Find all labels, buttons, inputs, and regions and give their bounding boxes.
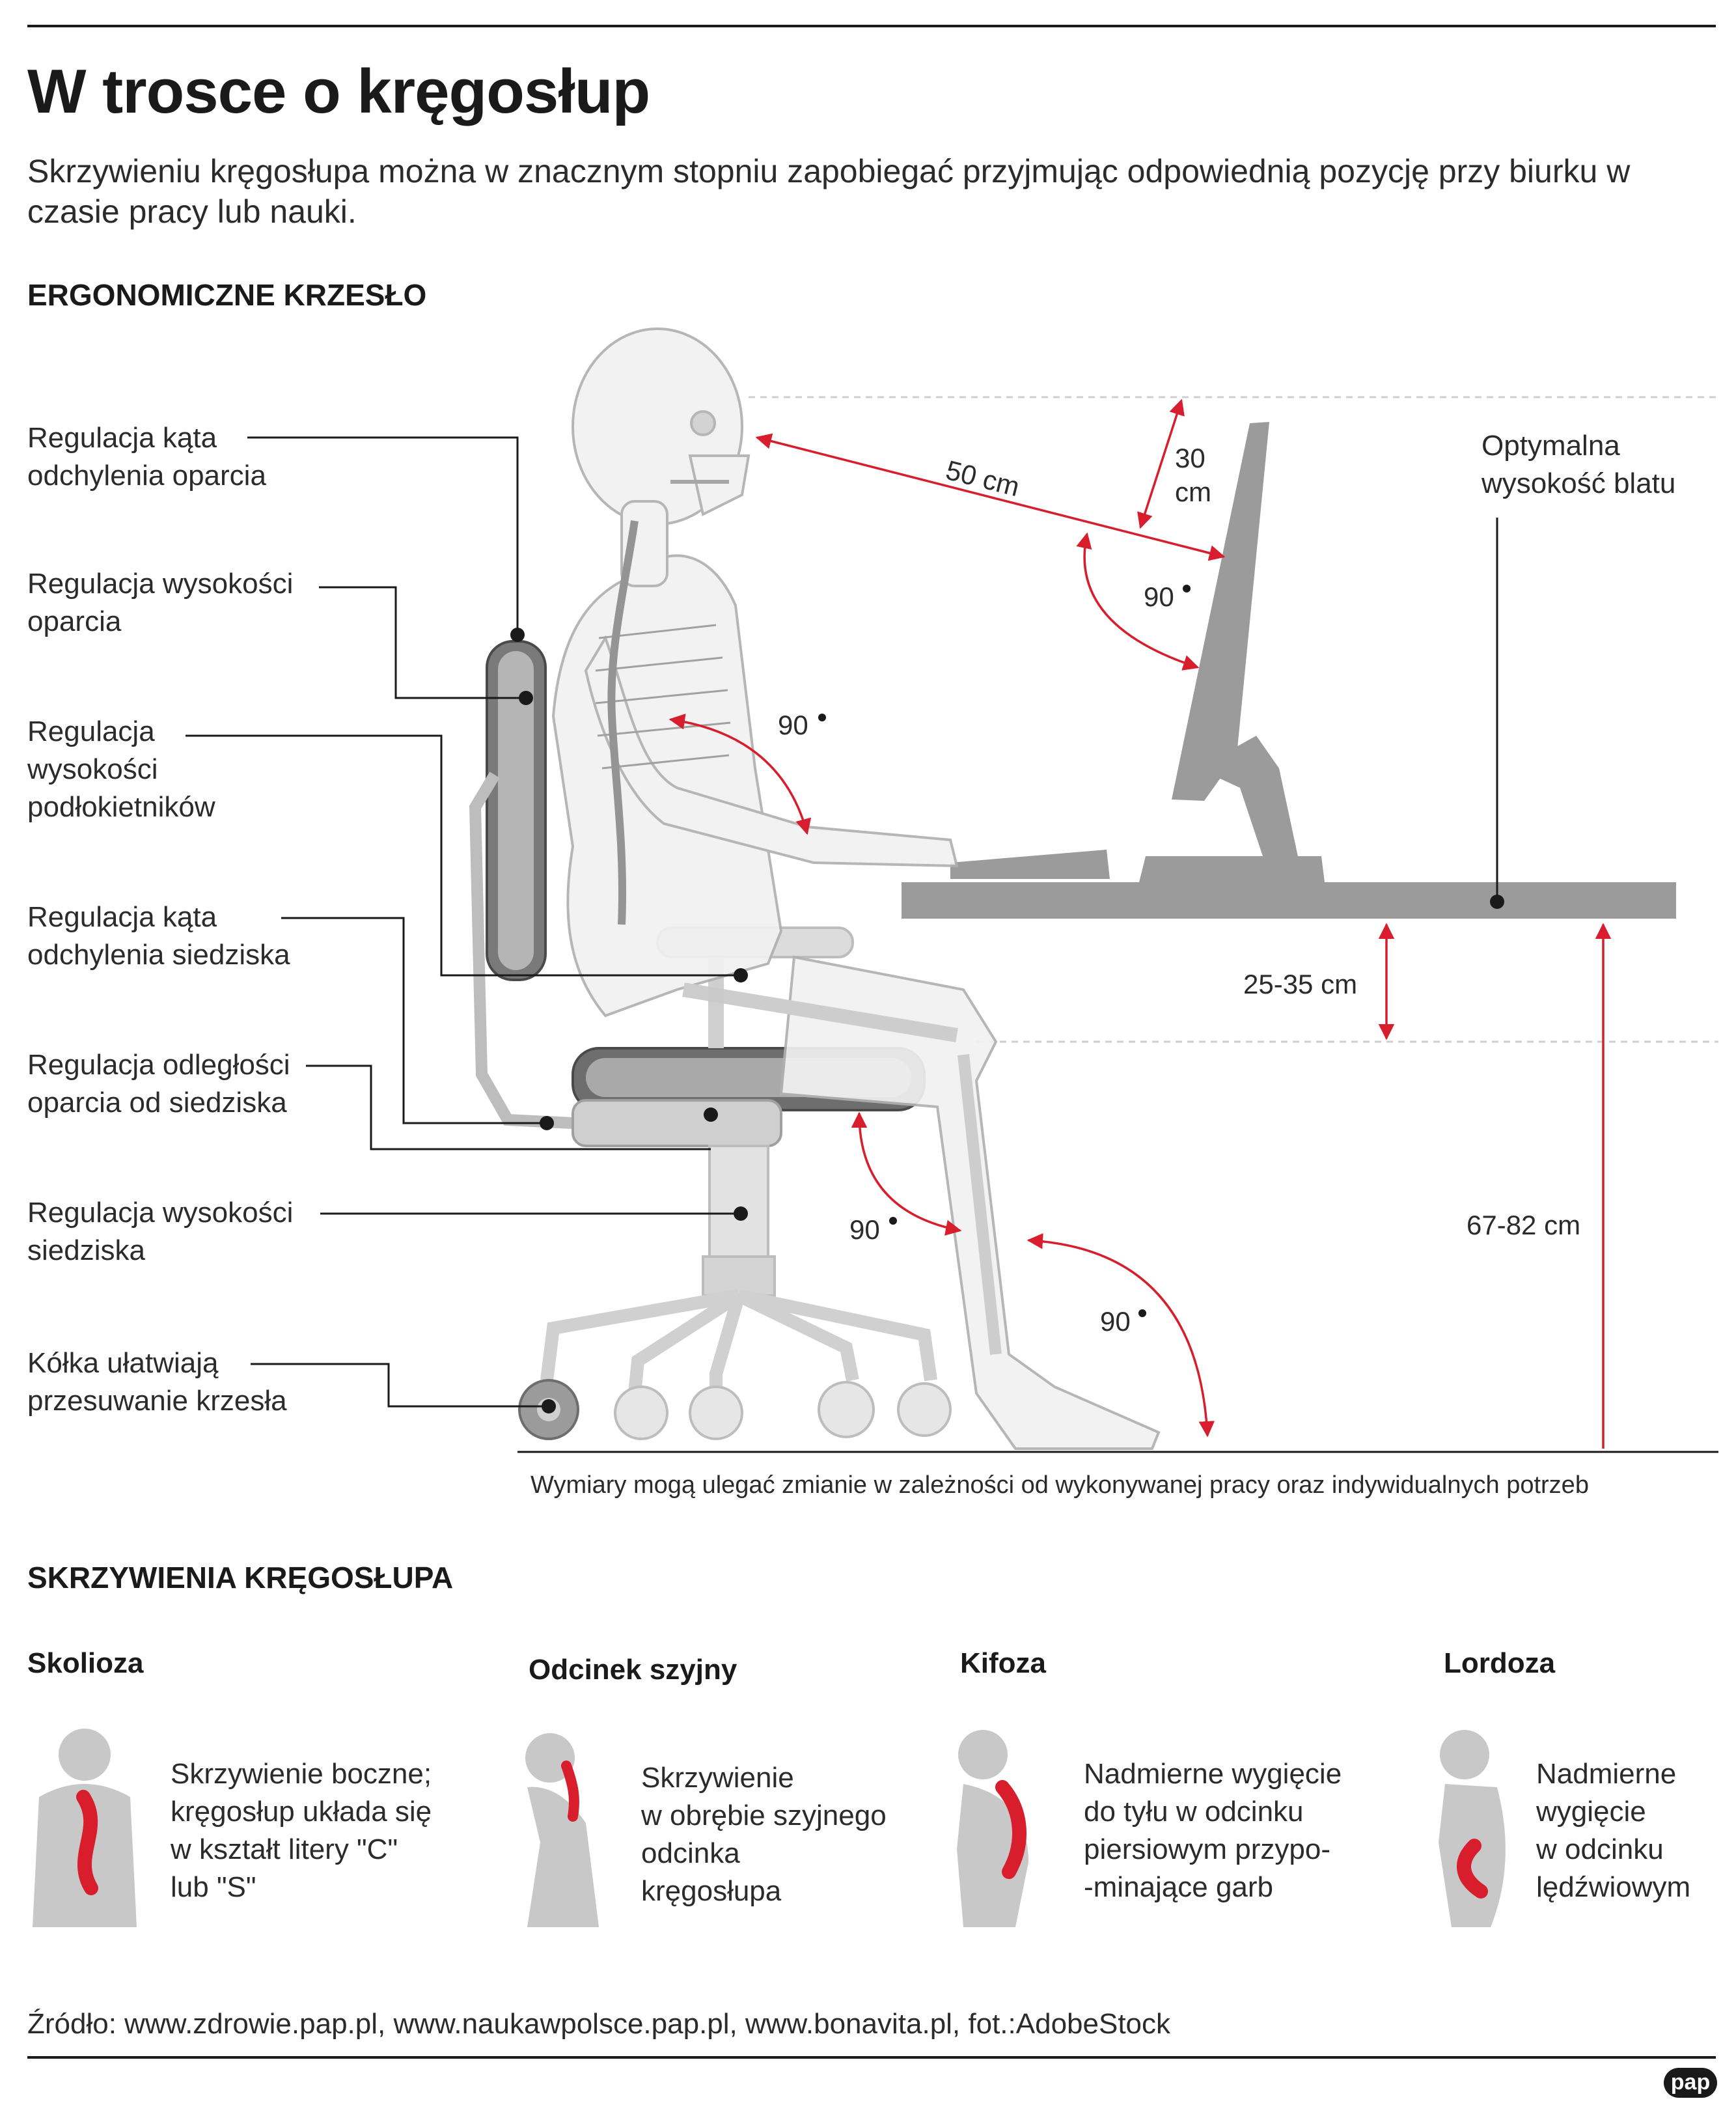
condition-title-scoliosis: Skolioza [27,1647,144,1679]
label-backrest-distance: Regulacja odległości oparcia od siedzisk… [27,1049,290,1119]
label-backrest-angle: Regulacja kąta odchylenia oparcia [27,422,266,492]
ankle-angle-arc [1026,1233,1215,1438]
label-armrest-height: Regulacja wysokości podłokietników [27,716,215,823]
desk-top [902,882,1676,919]
page-subtitle: Skrzywieniu kręgosłupa można w znacznym … [27,153,1631,230]
label-backrest-height: Regulacja wysokości oparcia [27,568,294,637]
source-line: Źródło: www.zdrowie.pap.pl, www.naukawpo… [27,2008,1171,2040]
measure-elbow-angle: 90 [778,710,808,740]
kyphosis-figure [957,1730,1028,1927]
bottom-rule [27,2056,1716,2059]
label-seat-height: Regulacja wysokości siedziska [27,1197,294,1266]
label-dots [510,628,748,1413]
lordosis-figure [1439,1730,1506,1927]
measure-thigh-clearance: 25-35 cm [1243,969,1358,999]
cervical-figure [525,1733,599,1927]
measure-screen-top: 30 cm [1175,443,1211,507]
pap-logo: pap [1664,2068,1717,2098]
keyboard [950,850,1110,879]
label-casters: Kółka ułatwiają przesuwanie krzesła [27,1347,287,1417]
curvature-section-heading: SKRZYWIENIA KRĘGOSŁUPA [27,1561,454,1594]
knee-angle-arc [851,1111,962,1236]
degree-dots [818,585,1191,1317]
scoliosis-figure [33,1729,137,1927]
condition-title-cervical: Odcinek szyjny [529,1654,737,1686]
monitor [1139,422,1325,882]
measure-neck-angle: 90 [1144,581,1174,612]
page-title: W trosce o kręgosłup [27,57,650,126]
label-seat-angle: Regulacja kąta odchylenia siedziska [27,901,290,971]
measure-desk-height: 67-82 cm [1467,1210,1581,1240]
measure-knee-angle: 90 [849,1214,880,1245]
condition-title-lordosis: Lordoza [1444,1647,1556,1679]
condition-desc-kyphosis: Nadmierne wygięcie do tyłu w odcinku pie… [1084,1758,1342,1903]
elbow-angle-arc [668,714,812,835]
condition-desc-lordosis: Nadmierne wygięcie w odcinku lędźwiowym [1536,1758,1691,1903]
measurement-arrows [668,398,1612,1449]
label-desk-height: Optymalna wysokość blatu [1481,430,1676,499]
desk-label-dot [1490,895,1504,909]
condition-desc-scoliosis: Skrzywienie boczne; kręgosłup układa się… [171,1758,432,1903]
condition-title-kyphosis: Kifoza [960,1647,1046,1679]
label-leaders [186,436,741,1408]
dimensions-note: Wymiary mogą ulegać zmianie w zależności… [530,1471,1589,1499]
screen-top-arrow [1137,398,1185,529]
measure-ankle-angle: 90 [1100,1306,1131,1337]
chair-section-heading: ERGONOMICZNE KRZESŁO [27,278,427,312]
eye-distance-arrow [755,433,1226,561]
condition-desc-cervical: Skrzywienie w obrębie szyjnego odcinka k… [641,1762,887,1907]
top-rule [27,25,1716,27]
neck-angle-arc [1076,532,1200,671]
